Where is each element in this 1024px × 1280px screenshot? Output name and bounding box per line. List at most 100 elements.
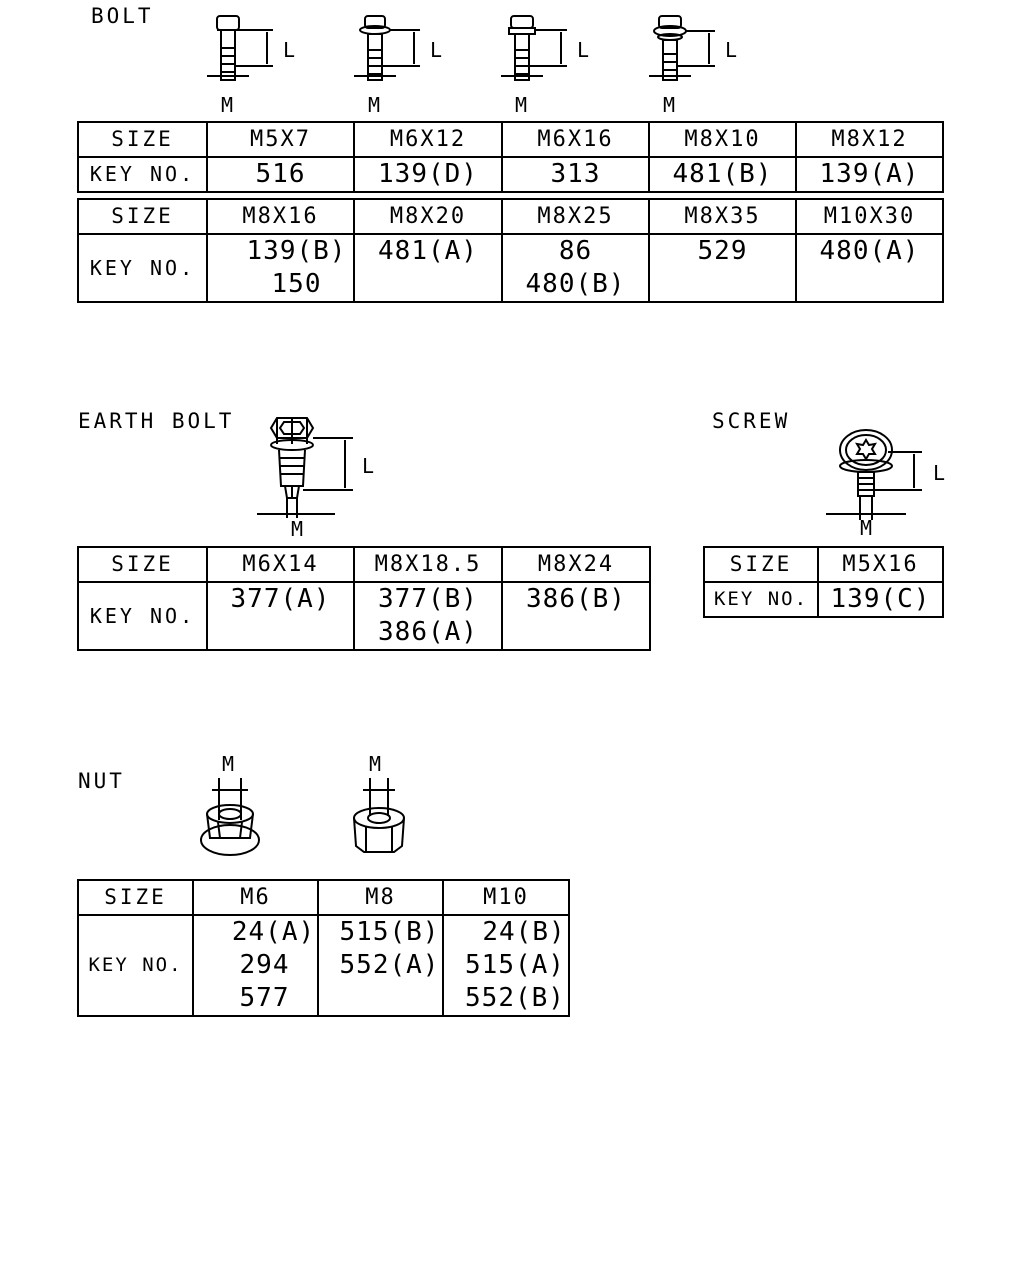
bolt1-length-label: L [283, 38, 296, 62]
key-cell: 24(B) 515(A) 552(B) [442, 914, 570, 1017]
key-cell: 139(B) 150 [206, 233, 355, 303]
earth-bolt-length-label: L [362, 454, 375, 478]
size-cell: M6 [192, 879, 319, 916]
table-row: SIZE M8X16 M8X20 M8X25 M8X35 M10X30 [77, 198, 944, 235]
key-cell: 529 [648, 233, 797, 303]
key-cell: 139(A) [795, 156, 944, 193]
size-cell: M8X20 [353, 198, 503, 235]
size-cell: M10X30 [795, 198, 944, 235]
key-cell: 313 [501, 156, 650, 193]
key-no-header: KEY NO. [77, 581, 208, 651]
flange-nut-icon [198, 776, 262, 862]
key-value: 139(B) [246, 236, 347, 266]
size-header: SIZE [77, 546, 208, 583]
table-row: KEY NO. 24(A) 294 577 515(B) 552(A) 24(B… [77, 914, 570, 1017]
screw-length-label: L [933, 461, 946, 485]
key-value: 377(A) [230, 584, 331, 614]
key-cell: 386(B) [501, 581, 651, 651]
table-row: SIZE M6 M8 M10 [77, 879, 570, 916]
bolt2-length-label: L [430, 38, 443, 62]
nut2-diameter-label: M [369, 752, 382, 776]
size-cell: M8X35 [648, 198, 797, 235]
size-cell: M8X24 [501, 546, 651, 583]
key-value: 515(B) [339, 917, 440, 947]
table-row: KEY NO. 139(C) [703, 581, 944, 618]
size-cell: M8X18.5 [353, 546, 503, 583]
bolt3-diameter-label: M [515, 93, 528, 117]
table-row: KEY NO. 377(A) 377(B) 386(A) 386(B) [77, 581, 651, 651]
key-value: 481(A) [378, 236, 478, 266]
key-value: 386(A) [378, 617, 478, 647]
key-value: 552(B) [465, 983, 565, 1013]
bolt-size-table-1: SIZE M5X7 M6X12 M6X16 M8X10 M8X12 KEY NO… [77, 121, 944, 193]
key-cell: 516 [206, 156, 355, 193]
hex-nut-icon [350, 776, 410, 862]
key-value: 480(B) [525, 269, 626, 299]
size-cell: M8X16 [206, 198, 355, 235]
nut1-diameter-label: M [222, 752, 235, 776]
key-value: 24(B) [482, 917, 566, 947]
size-header: SIZE [703, 546, 819, 583]
nut-section-title: NUT [78, 769, 125, 793]
table-row: SIZE M5X16 [703, 546, 944, 583]
torx-screw-icon [822, 428, 932, 528]
table-row: KEY NO. 139(B) 150 481(A) 86 480(B) 529 … [77, 233, 944, 303]
key-cell: 480(A) [795, 233, 944, 303]
bolt1-diameter-label: M [221, 93, 234, 117]
key-no-header: KEY NO. [77, 233, 208, 303]
bolt4-diameter-label: M [663, 93, 676, 117]
key-cell: 139(C) [817, 581, 944, 618]
key-value: 386(B) [526, 584, 626, 614]
size-cell: M6X16 [501, 121, 650, 158]
bolt-washer-head-icon [352, 14, 442, 94]
key-value: 86 [558, 236, 593, 266]
bolt3-length-label: L [577, 38, 590, 62]
key-value: 577 [239, 983, 290, 1013]
table-row: KEY NO. 516 139(D) 313 481(B) 139(A) [77, 156, 944, 193]
size-header: SIZE [77, 121, 208, 158]
earth-bolt-diameter-label: M [291, 517, 304, 541]
key-no-header: KEY NO. [77, 156, 208, 193]
key-value: 480(A) [819, 236, 920, 266]
size-header: SIZE [77, 879, 194, 916]
key-value: 529 [697, 236, 748, 266]
key-value: 552(A) [339, 950, 440, 980]
bolt-flanged-icon [205, 14, 295, 94]
screw-diameter-label: M [860, 516, 873, 540]
size-cell: M6X14 [206, 546, 355, 583]
key-cell: 139(D) [353, 156, 503, 193]
bolt2-diameter-label: M [368, 93, 381, 117]
key-no-header: KEY NO. [703, 581, 819, 618]
size-cell: M5X16 [817, 546, 944, 583]
bolt-captive-washer-icon [647, 14, 737, 94]
size-cell: M5X7 [206, 121, 355, 158]
size-cell: M8X12 [795, 121, 944, 158]
bolt4-length-label: L [725, 38, 738, 62]
key-value: 294 [239, 950, 290, 980]
table-row: SIZE M5X7 M6X12 M6X16 M8X10 M8X12 [77, 121, 944, 158]
bolt-size-table-2: SIZE M8X16 M8X20 M8X25 M8X35 M10X30 KEY … [77, 198, 944, 303]
bolt-section-title: BOLT [91, 4, 154, 28]
earth-bolt-icon [255, 414, 365, 524]
size-cell: M10 [442, 879, 570, 916]
earth-bolt-section-title: EARTH BOLT [78, 409, 235, 433]
size-cell: M8X10 [648, 121, 797, 158]
key-no-header: KEY NO. [77, 914, 194, 1017]
screw-size-table: SIZE M5X16 KEY NO. 139(C) [703, 546, 944, 618]
key-value: 377(B) [378, 584, 478, 614]
key-cell: 481(A) [353, 233, 503, 303]
key-cell: 377(B) 386(A) [353, 581, 503, 651]
key-value: 150 [271, 269, 322, 299]
key-cell: 377(A) [206, 581, 355, 651]
bolt-hex-flange-icon [499, 14, 589, 94]
size-cell: M8X25 [501, 198, 650, 235]
key-cell: 86 480(B) [501, 233, 650, 303]
size-header: SIZE [77, 198, 208, 235]
size-cell: M8 [317, 879, 444, 916]
screw-section-title: SCREW [712, 409, 791, 433]
key-value: 515(A) [465, 950, 565, 980]
key-cell: 481(B) [648, 156, 797, 193]
size-cell: M6X12 [353, 121, 503, 158]
earth-bolt-size-table: SIZE M6X14 M8X18.5 M8X24 KEY NO. 377(A) … [77, 546, 651, 651]
table-row: SIZE M6X14 M8X18.5 M8X24 [77, 546, 651, 583]
